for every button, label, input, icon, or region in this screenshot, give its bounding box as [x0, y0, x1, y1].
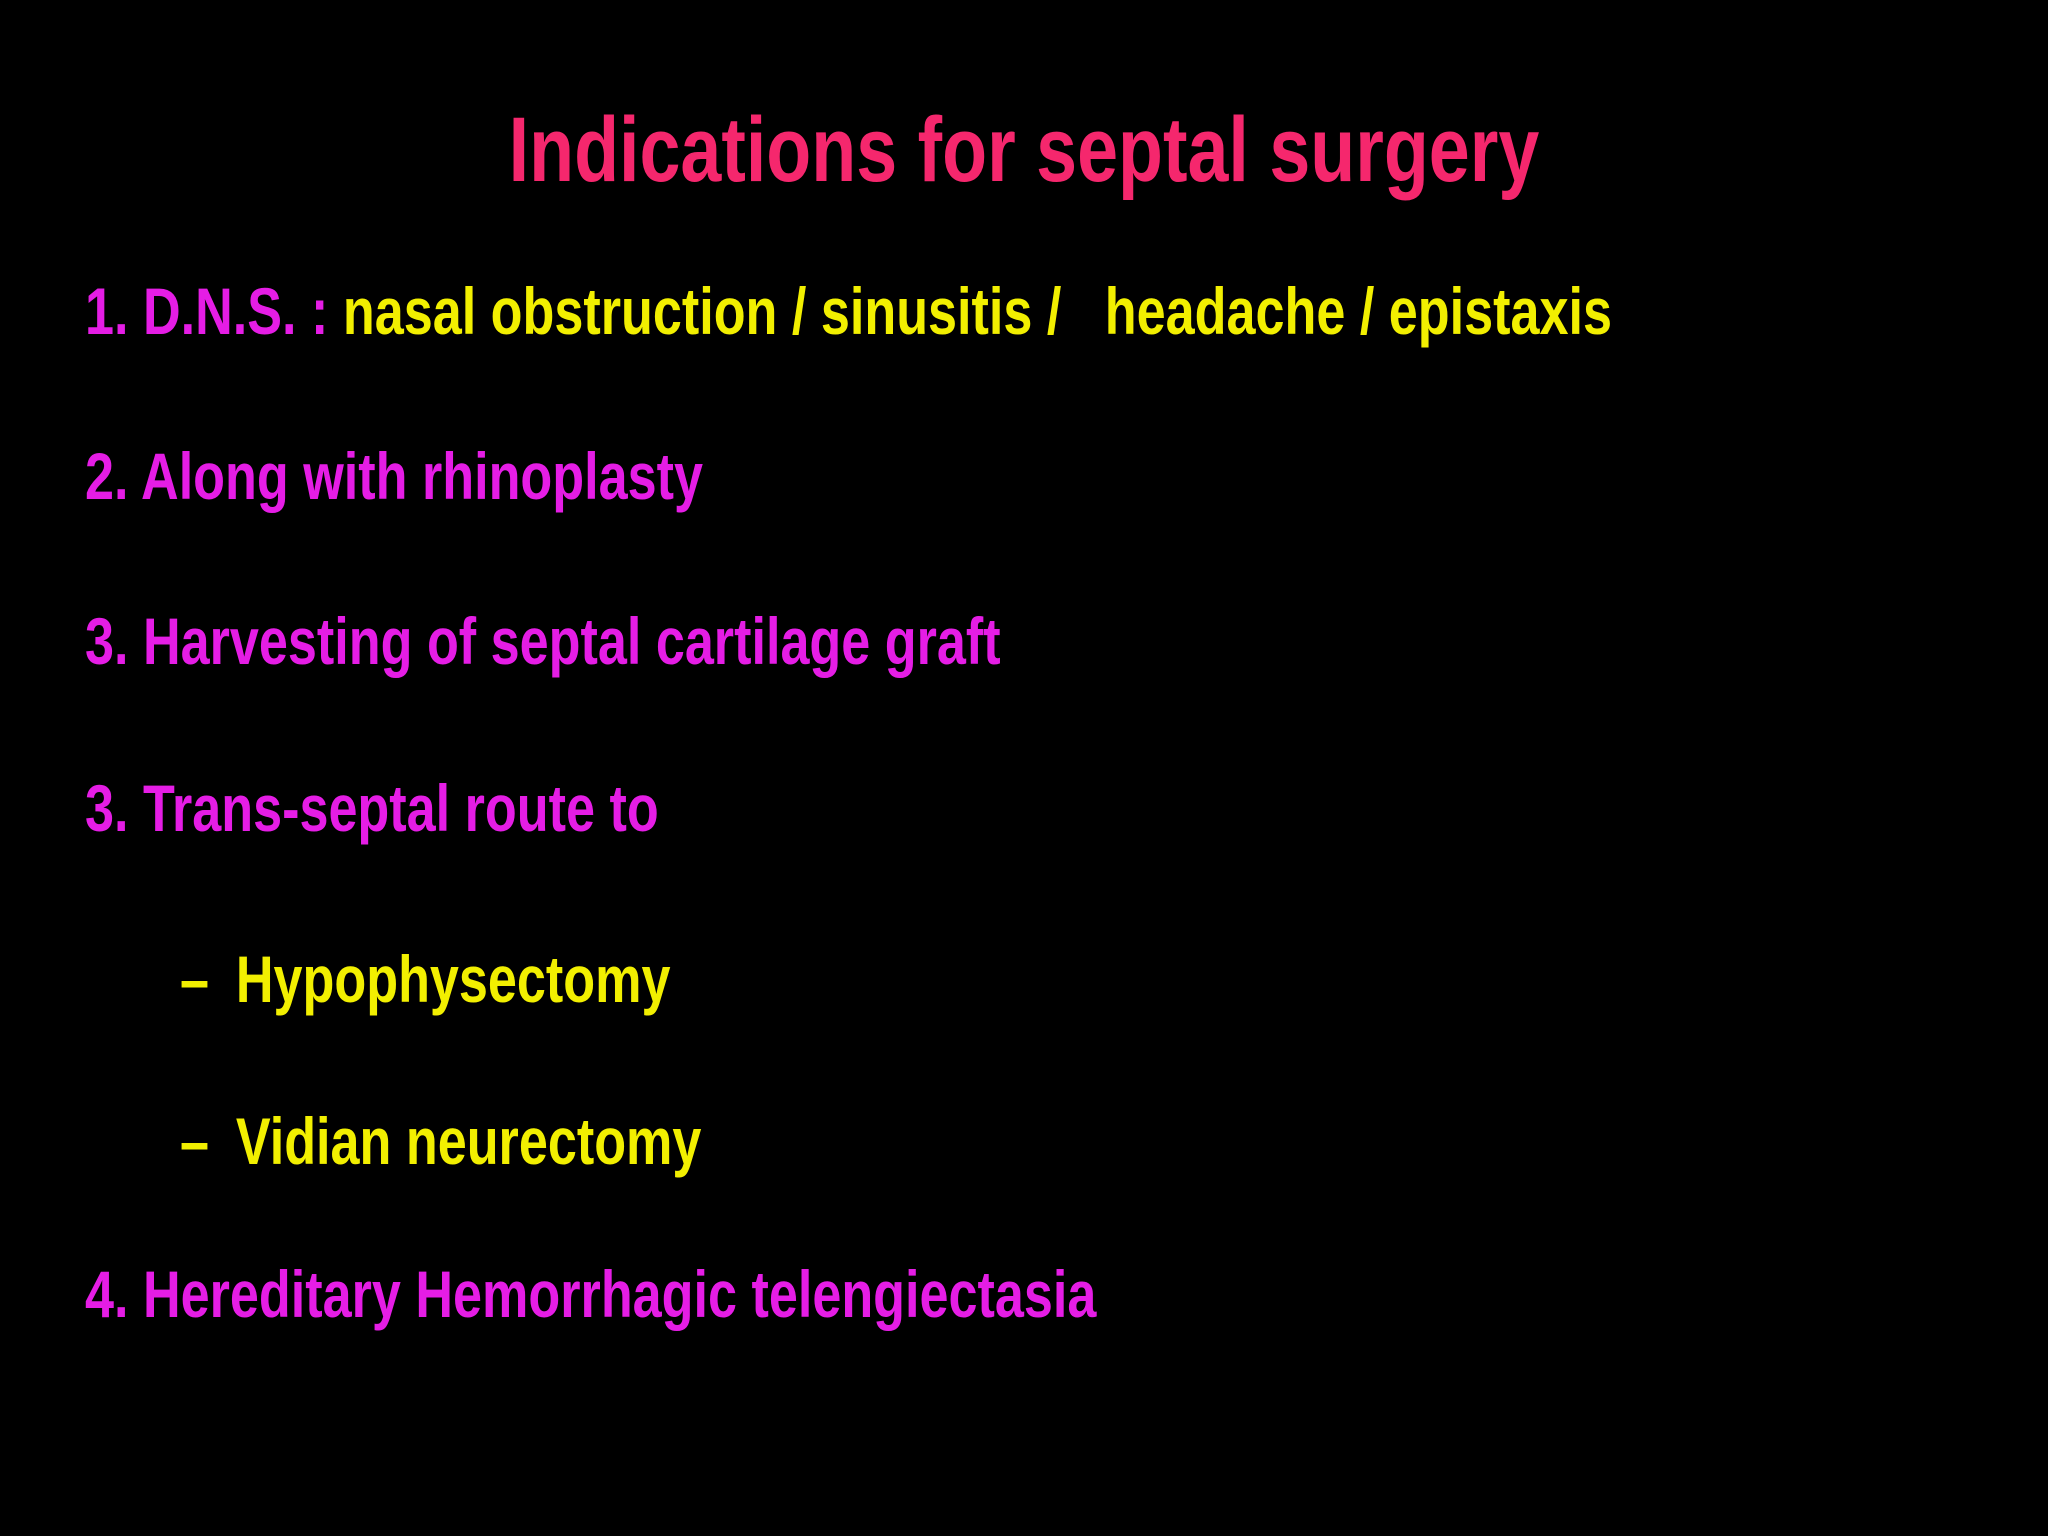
sub-item-hypophysectomy-label: Hypophysectomy — [235, 942, 671, 1016]
list-item-telengiectasia: 4. Hereditary Hemorrhagic telengiectasia — [85, 1257, 1097, 1331]
list-item-cartilage-graft: 3. Harvesting of septal cartilage graft — [85, 604, 1001, 678]
list-item-trans-septal: 3. Trans-septal route to — [85, 771, 659, 845]
list-item-dns-number-label: 1. D.N.S. : — [85, 274, 343, 348]
sub-item-vidian-neurectomy: –Vidian neurectomy — [180, 1102, 701, 1181]
sub-item-vidian-neurectomy-label: Vidian neurectomy — [235, 1104, 702, 1178]
list-item-dns: 1. D.N.S. : nasal obstruction / sinusiti… — [85, 272, 1612, 351]
list-item-dns-detail: nasal obstruction / sinusitis / headache… — [342, 274, 1612, 348]
sub-item-hypophysectomy: –Hypophysectomy — [180, 940, 670, 1019]
slide-title: Indications for septal surgery — [508, 99, 1540, 201]
dash-bullet-icon: – — [180, 942, 210, 1016]
dash-bullet-icon: – — [180, 1104, 210, 1178]
list-item-rhinoplasty: 2. Along with rhinoplasty — [85, 439, 703, 513]
